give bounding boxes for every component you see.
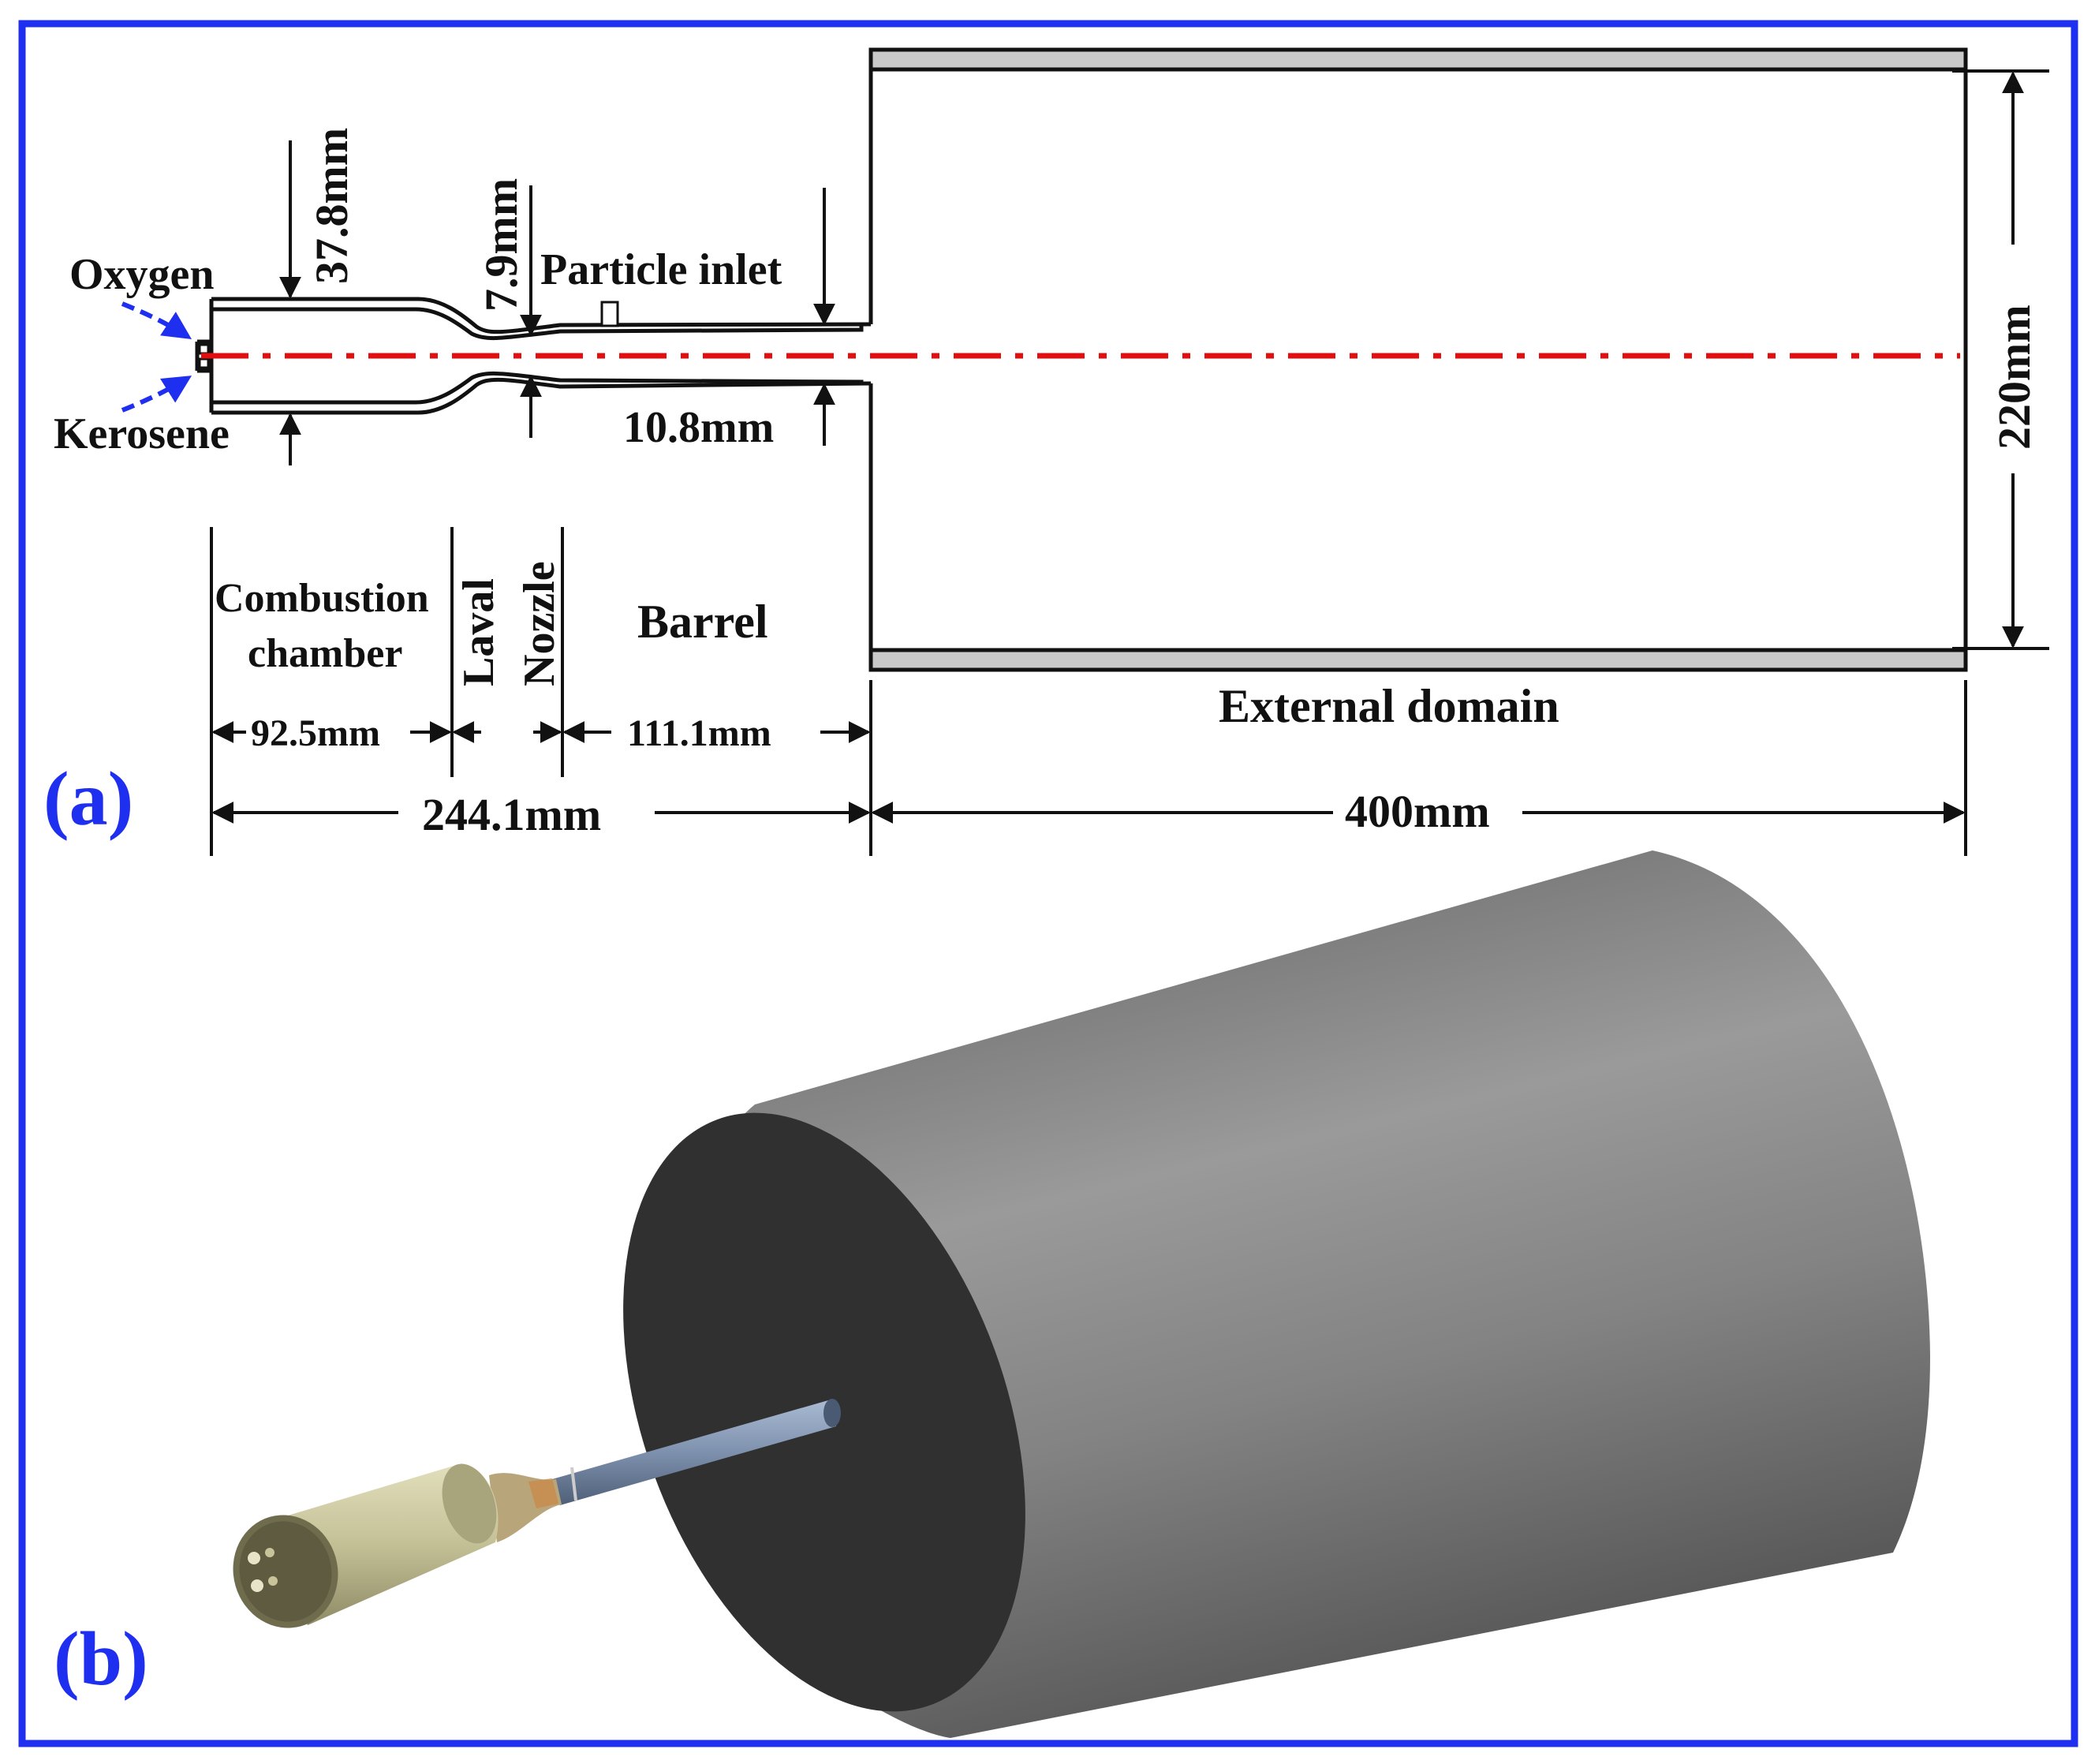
nozzle-label: Nozzle [515,561,564,686]
oxygen-inlet-hole [248,1552,260,1564]
combustion-label-line1: Combustion [215,576,429,621]
throat-diameter-label: 7.9mm [476,178,527,312]
kerosene-label: Kerosene [54,409,230,458]
external-domain [868,47,1968,672]
panel-b-label: (b) [54,1616,148,1702]
domain-length-label: 400mm [1345,786,1490,837]
barrel-length-label: 111.1mm [627,712,771,754]
figure-frame [18,20,2078,1747]
chamber-length-label: 92.5mm [251,712,380,754]
oxygen-port [198,343,210,355]
particle-inlet-port [600,301,619,327]
panel-b: (b) [54,850,1930,1738]
combustion-chamber-3d [233,1463,499,1628]
gun-barrel-3d [552,1399,841,1505]
gun-length-label: 244.1mm [422,789,601,840]
domain-diameter-dimension [1952,69,2049,650]
external-domain-bottom-wall [868,648,1968,672]
oxygen-flow-arrow [121,301,192,340]
barrel-diameter-label: 10.8mm [623,403,774,452]
section-extension-lines [210,527,1967,856]
kerosene-flow-arrow [121,375,192,413]
laval-label: Laval [454,578,503,686]
kerosene-port [198,357,210,369]
particle-inlet-label: Particle inlet [540,245,782,294]
chamber-diameter-label: 37.8mm [306,128,357,284]
external-domain-top-wall [868,47,1968,72]
combustion-label-line2: chamber [248,631,402,676]
barrel-label: Barrel [637,596,768,648]
domain-diameter-label: 220mm [1989,305,2040,450]
gun-upper-wall [211,297,872,334]
kerosene-inlet-hole [251,1579,263,1592]
external-domain-label: External domain [1219,680,1559,732]
panel-a: Oxygen Kerosene 37.8mm 7.9mm Particle in… [43,47,2049,856]
panel-a-label: (a) [43,757,133,842]
oxygen-label: Oxygen [69,250,215,299]
